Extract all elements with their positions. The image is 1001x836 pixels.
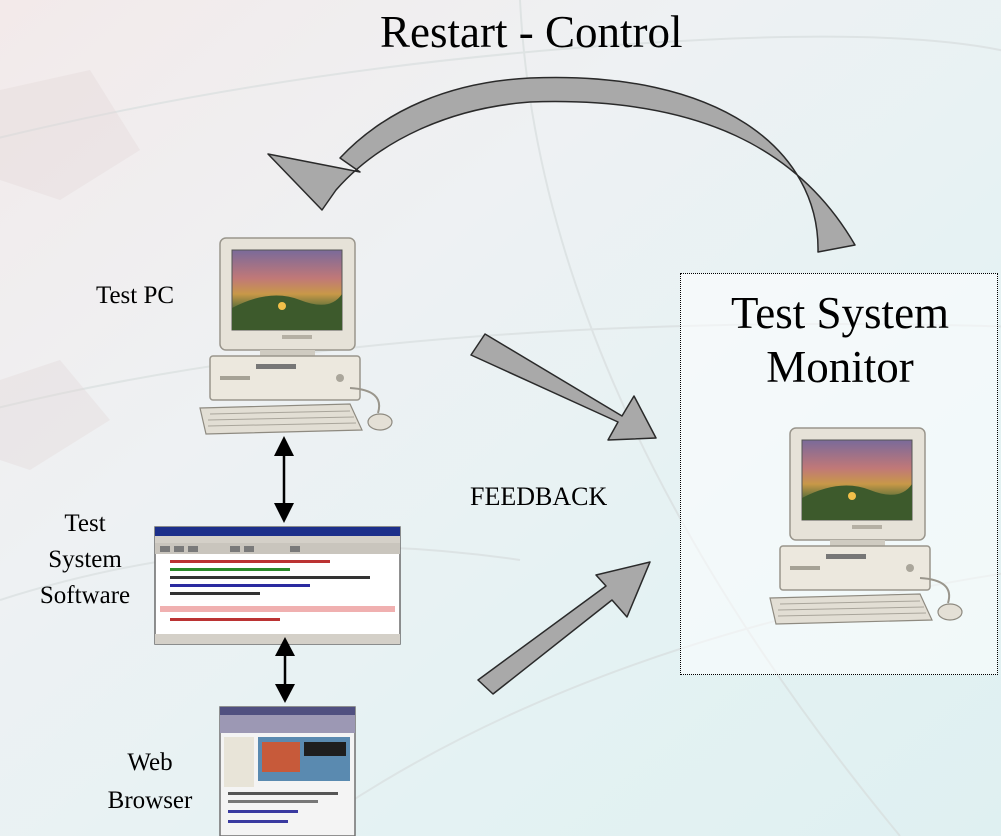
browser-label-line: Browser	[107, 787, 193, 814]
web-browser-label: Web Browser	[80, 744, 220, 820]
double-arrow-icon	[275, 637, 295, 703]
software-label-line: Test	[64, 510, 106, 537]
double-arrow-icon	[274, 436, 294, 523]
monitor-label-line: Monitor	[766, 342, 914, 392]
monitor-label-line: Test System	[730, 288, 950, 338]
test-pc-label: Test PC	[95, 282, 175, 309]
test-system-software-label: Test System Software	[20, 506, 150, 614]
feedback-arrow-upper	[470, 333, 657, 441]
software-label-line: System	[48, 546, 122, 573]
test-system-monitor-label: Test System Monitor	[690, 286, 990, 394]
software-window-icon	[154, 526, 401, 645]
diagram-title: Restart - Control	[380, 7, 683, 57]
browser-label-line: Web	[127, 749, 173, 776]
feedback-label: FEEDBACK	[470, 482, 608, 511]
web-browser-icon	[219, 706, 356, 836]
restart-control-curved-arrow	[267, 76, 856, 253]
software-label-line: Software	[39, 582, 131, 609]
monitor-computer-icon	[769, 427, 963, 625]
feedback-arrow-lower	[477, 561, 651, 695]
test-pc-computer-icon	[199, 237, 393, 435]
